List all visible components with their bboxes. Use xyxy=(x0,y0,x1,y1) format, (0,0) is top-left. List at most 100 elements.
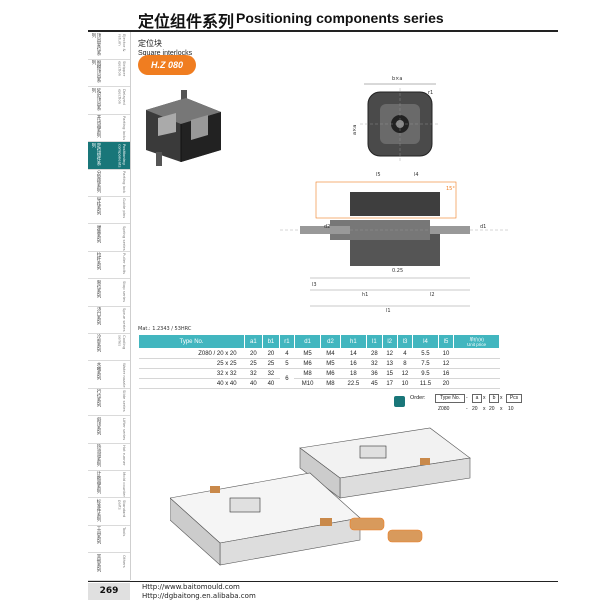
sidebar-item-cn: 延迟顶出系列 xyxy=(91,87,101,111)
order-pcs: Pcs xyxy=(506,394,522,403)
header-rule xyxy=(88,30,558,32)
footer-rule xyxy=(88,581,558,582)
sidebar-item-cn: 拉杆系列 xyxy=(96,252,101,271)
footer-url-1[interactable]: Http://www.baitomould.com xyxy=(142,583,240,591)
sidebar-item-cn: 顶出复位系列 xyxy=(91,33,101,56)
table-cell: M6 xyxy=(294,358,321,369)
table-cell: Z080 / 20 x 20 xyxy=(138,348,245,359)
dim-l2: l2 xyxy=(430,292,435,298)
dim-l1: l1 xyxy=(386,308,391,314)
sidebar-item[interactable]: 拉杆系列 Puller bolts xyxy=(88,251,130,280)
sidebar-item-cn: 冷却系列 xyxy=(96,334,101,353)
sidebar-item[interactable]: 延迟顶出系列 Delayed ejection xyxy=(88,87,130,115)
table-header-cell: l1 xyxy=(366,334,383,349)
sidebar-item-en: Mold counter xyxy=(122,472,127,498)
product-code-badge: H.Z 080 xyxy=(138,55,196,75)
footer-url-2[interactable]: Http://dgbaitong.en.alibaba.com xyxy=(142,592,256,600)
table-cell: M8 xyxy=(320,378,340,389)
table-cell: 12 xyxy=(382,348,398,359)
table-cell: M4 xyxy=(320,348,340,359)
sidebar-item[interactable]: 冷却系列 Cooling series xyxy=(88,333,130,362)
table-cell: 4 xyxy=(397,348,413,359)
order-b: b xyxy=(489,394,499,403)
table-cell xyxy=(453,358,500,369)
sidebar-item-en: Lifter series xyxy=(122,417,127,440)
table-cell: 4 xyxy=(279,348,295,359)
header-title-cn: 定位组件系列 xyxy=(138,12,235,31)
table-cell: 36 xyxy=(366,368,383,379)
sidebar-item-en: Cooling series xyxy=(117,335,127,350)
sidebar-item-cn: 脱模顶出系列 xyxy=(91,60,101,83)
table-cell: 13 xyxy=(382,358,398,369)
page-header: 定位组件系列 Positioning components series xyxy=(88,6,558,32)
sidebar-item-en: Stop series xyxy=(122,280,127,302)
table-header-cell: l2 xyxy=(381,334,398,349)
sidebar-item-en: Puller bolts xyxy=(122,253,127,275)
dim-h1: h1 xyxy=(362,292,369,298)
table-cell: 12 xyxy=(438,358,454,369)
page-number: 269 xyxy=(88,583,130,600)
table-header-cell: l5 xyxy=(437,334,455,349)
sidebar-item-en: Hot runner xyxy=(122,445,127,466)
header-title-en: Positioning components series xyxy=(236,10,444,26)
table-header-cell: a1 xyxy=(244,334,263,349)
sidebar-item-cn: 定位组件系列 xyxy=(91,142,101,166)
table-cell: 18 xyxy=(340,368,367,379)
top-view-drawing: b×a r1 a×a xyxy=(352,76,440,162)
order-sym: x xyxy=(483,395,486,401)
table-header-cell: r1 xyxy=(279,334,295,349)
dim-angle: 15° xyxy=(446,186,455,192)
table-header-cell: d1 xyxy=(293,334,322,349)
page-footer: 269 Http://www.baitomould.com Http://dgb… xyxy=(88,581,558,600)
top-dim-r: r1 xyxy=(428,90,433,96)
sidebar-item-en: Parting lock xyxy=(122,171,127,194)
table-header-cell: h1 xyxy=(339,334,368,349)
table-cell: 9.5 xyxy=(412,368,439,379)
table-header-cell: l4 xyxy=(412,334,439,349)
sidebar-item-cn: 导柱系列 xyxy=(96,197,101,216)
unit-cn: 单价(¥) xyxy=(469,336,484,342)
section-labels: l3 d2 d1 l5 l4 h1 0.25 l2 l1 15° xyxy=(280,168,510,328)
table-cell: 7.5 xyxy=(412,358,439,369)
table-cell: 10 xyxy=(397,378,413,389)
table-cell: 8 xyxy=(397,358,413,369)
table-cell: 28 xyxy=(366,348,383,359)
table-cell: 20 xyxy=(438,378,454,389)
product-photo xyxy=(146,90,221,166)
material-note: Mat.: 1.2343 / 53HRC xyxy=(138,326,192,332)
dim-d1: d1 xyxy=(480,224,487,230)
order-a: a xyxy=(472,394,482,403)
sidebar-item-cn: 浇口系列 xyxy=(96,307,101,325)
unit-en: Unit price xyxy=(467,341,487,347)
order-ex: 20 xyxy=(472,406,478,412)
table-cell: 14 xyxy=(340,348,367,359)
table-cell: 17 xyxy=(382,378,398,389)
order-label: Order: xyxy=(410,395,426,401)
table-cell: 6 xyxy=(279,368,295,389)
table-cell: 5.5 xyxy=(412,348,439,359)
sidebar-item-en: Tools xyxy=(122,527,127,537)
sidebar-item-en: Delayed ejection xyxy=(117,88,127,105)
table-cell: 16 xyxy=(340,358,367,369)
